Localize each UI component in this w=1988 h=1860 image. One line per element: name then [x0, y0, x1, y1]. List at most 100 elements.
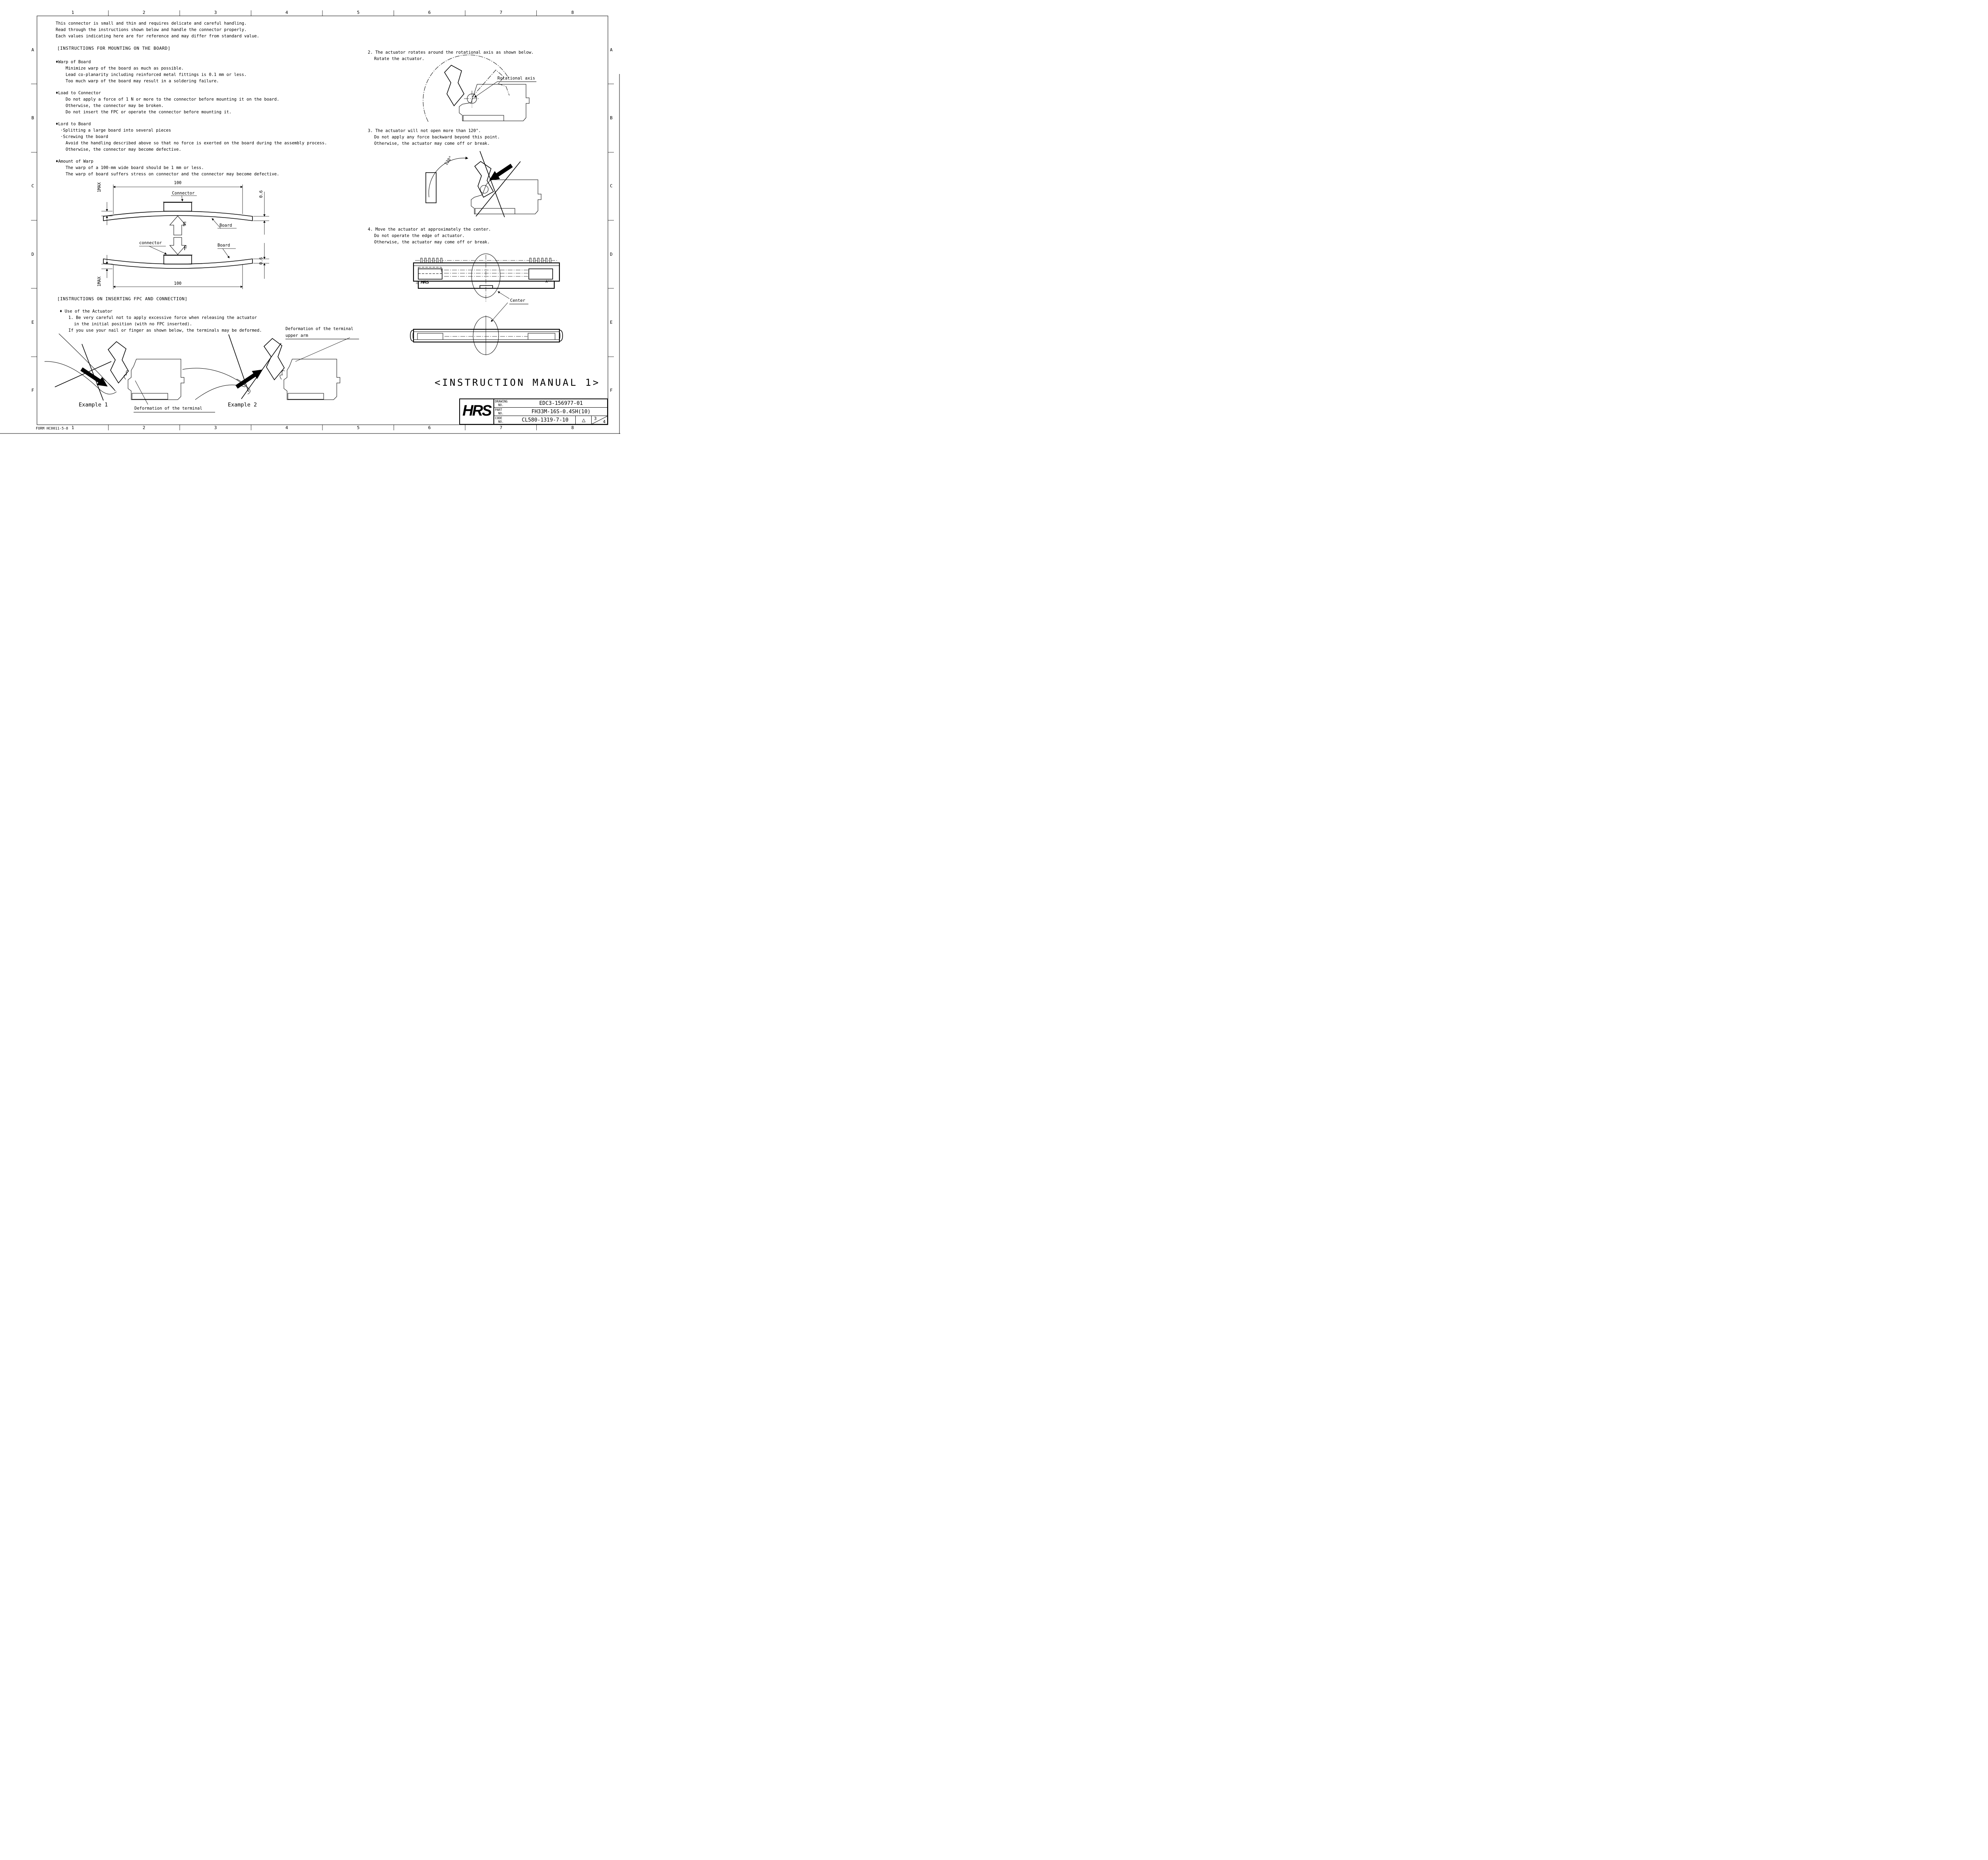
col-label-top-6: 6: [428, 10, 431, 15]
row-label-right-f: F: [610, 388, 613, 393]
warp-line-3: Too much warp of the board may result in…: [66, 79, 219, 84]
sheet-denominator: 4: [603, 419, 606, 424]
col-label-top-2: 2: [142, 10, 146, 15]
press-arrow-icon: [489, 163, 513, 181]
deformation-upper-label-2: upper arm: [285, 333, 308, 338]
drawing-sheet: 1 2 3 4 5 6 7 8 1 2 3 4 5 6 7 8 A B C D …: [0, 0, 621, 439]
step2-line-2: Rotate the actuator.: [374, 56, 425, 61]
contact-comb-right: [528, 268, 553, 280]
row-label-right-b: B: [610, 115, 613, 121]
hrs-mark: HRS: [421, 280, 429, 285]
bottom-hatch-strip: [463, 115, 504, 121]
finger-outline: [182, 368, 244, 385]
warp-diagram-top: [101, 185, 269, 235]
actuator-shape: [444, 65, 464, 107]
bottom-hatch-strip: [475, 208, 515, 214]
row-label-left-c: C: [31, 183, 34, 189]
cross-out-line: [54, 361, 112, 387]
connector-body: [128, 359, 184, 400]
polarity-triangle-mark: △: [416, 281, 418, 285]
col-label-top-1: 1: [71, 10, 74, 15]
row-label-left-e: E: [31, 320, 34, 325]
fpc-heading: [INSTRUCTIONS ON INSERTING FPC AND CONNE…: [57, 296, 188, 301]
side-view-body: [413, 328, 560, 343]
intro-line-1: This connector is small and thin and req…: [56, 21, 247, 26]
col-label-bottom-5: 5: [357, 425, 360, 430]
lord-line-2: ·Screwing the board: [60, 134, 109, 139]
dim-100-bottom: 100: [174, 281, 182, 286]
amount-line-1: The warp of a 100-mm wide board should b…: [66, 165, 204, 170]
dim-1max-bottom: 1MAX: [97, 276, 102, 287]
warp-line-2: Lead co-planarity including reinforced m…: [66, 72, 247, 77]
cross-out-line: [241, 343, 282, 399]
col-label-top-8: 8: [571, 10, 574, 15]
sheet-cell: 3 4: [591, 416, 608, 424]
step4-line-3: Otherwise, the actuator may come off or …: [374, 240, 490, 245]
row-label-right-e: E: [610, 320, 613, 325]
example1-label: Example 1: [79, 402, 108, 408]
cross-out-line: [82, 344, 104, 401]
cross-out-line: [480, 151, 505, 218]
lord-line-4: Otherwise, the connector may become defe…: [66, 147, 181, 152]
rotation-diagram: [423, 54, 530, 122]
board-shape: [103, 211, 253, 221]
actuator-ghost: [472, 70, 510, 97]
actuator-strip: [417, 280, 555, 289]
actuator-shape: [474, 161, 494, 198]
angle-limit-diagram: [425, 151, 542, 218]
axis-leader: [474, 81, 498, 98]
finger-tip: [97, 387, 117, 395]
rotational-axis-label: Rotational axis: [497, 76, 535, 81]
center-notch: [480, 285, 493, 288]
load-line-1: Do not apply a force of 1 N or more to t…: [66, 97, 280, 102]
connector-shape: [163, 255, 192, 264]
row-label-right-d: D: [610, 252, 613, 257]
board-label-top: Board: [219, 223, 232, 228]
step2-line-1: 2. The actuator rotates around the rotat…: [368, 50, 534, 55]
lord-title: ♦Lord to Board: [56, 122, 91, 126]
contact-comb-right: [528, 333, 555, 340]
angle-arc: [428, 156, 468, 198]
side-view-endcap-left: [410, 330, 414, 342]
press-arrow-icon: [235, 369, 263, 389]
form-number: FORM HC0011-5-8: [36, 427, 68, 431]
connector-body: [283, 359, 340, 400]
intro-line-2: Read through the instructions shown belo…: [56, 27, 247, 32]
col-label-bottom-8: 8: [571, 425, 574, 430]
label-line: CODE: [495, 416, 503, 420]
connector-label-bottom: connector: [139, 241, 162, 245]
connector-label-top: Connector: [172, 191, 195, 196]
intro-line-3: Each values indicating here are for refe…: [56, 34, 260, 39]
part-no-value: FH33M-16S-0.4SH(10): [531, 409, 591, 415]
press-arrow-icon: [80, 367, 108, 387]
lord-line-3: Avoid the handling described above so th…: [66, 141, 327, 146]
row-label-left-f: F: [31, 388, 34, 393]
row-label-right-c: C: [610, 183, 613, 189]
center-label: Center: [510, 298, 525, 303]
load-title: ♦Load to Connector: [56, 91, 101, 95]
example2-label: Example 2: [228, 402, 257, 408]
load-line-3: Do not insert the FPC or operate the con…: [66, 110, 232, 115]
drawing-no-value: EDC3-156977-01: [539, 400, 583, 406]
hrs-logo: HRS: [462, 402, 492, 419]
col-label-top-5: 5: [357, 10, 360, 15]
pivot: [480, 185, 489, 194]
warp-line-1: Minimize warp of the board as much as po…: [66, 66, 184, 71]
item1-line-3: If you use your nail or finger as shown …: [68, 328, 262, 333]
load-line-2: Otherwise, the connector may be broken.: [66, 103, 164, 108]
step3-line-3: Otherwise, the actuator may come off or …: [374, 141, 490, 146]
note-leader: [135, 380, 148, 405]
center-leader: [491, 302, 508, 322]
warp-diagram-bottom: [101, 237, 269, 289]
step3-line-1: 3. The actuator will not open more than …: [368, 128, 481, 133]
code-no-value: CL580-1319-7-10: [522, 417, 569, 423]
col-label-bottom-6: 6: [428, 425, 431, 430]
force-label-top: F: [183, 221, 187, 228]
dim-1max-top: 1MAX: [97, 182, 102, 192]
row-label-left-d: D: [31, 252, 34, 257]
col-label-bottom-2: 2: [142, 425, 146, 430]
